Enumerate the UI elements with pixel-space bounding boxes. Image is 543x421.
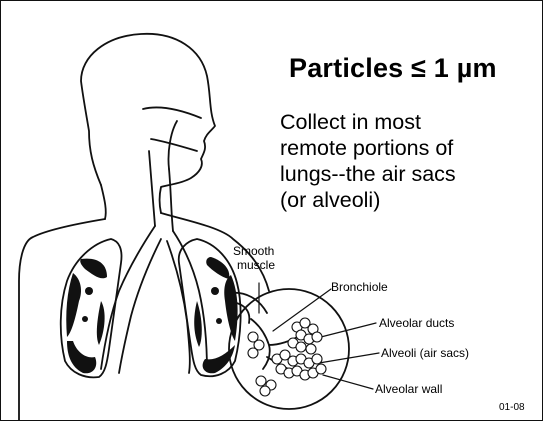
label-smooth-muscle-2: muscle: [237, 259, 275, 272]
body-line: lungs--the air sacs: [280, 161, 540, 187]
body-line: (or alveoli): [280, 187, 540, 213]
slide-body-text: Collect in most remote portions of lungs…: [280, 109, 540, 213]
slide-title: Particles ≤ 1 µm: [289, 53, 497, 84]
label-alveolar-wall: Alveolar wall: [375, 383, 442, 396]
body-line: Collect in most: [280, 109, 540, 135]
oral-cavity: [151, 139, 197, 151]
trachea-right-wall: [169, 169, 173, 231]
label-smooth-muscle-1: Smooth: [233, 245, 274, 258]
magnification-circle: [229, 289, 349, 409]
label-bronchiole: Bronchiole: [331, 281, 388, 294]
label-alveoli: Alveoli (air sacs): [381, 347, 469, 360]
label-alveolar-ducts: Alveolar ducts: [379, 317, 454, 330]
body-line: remote portions of: [280, 135, 540, 161]
shoulder-left: [19, 219, 105, 420]
left-bronchus-inner: [119, 239, 161, 373]
figure-code: 01-08: [499, 402, 525, 413]
lung-tissue: [66, 257, 237, 373]
leader-alveolar-wall: [323, 375, 373, 389]
alveoli-clusters: [248, 318, 326, 396]
neck-left: [101, 185, 106, 219]
nasal-passage: [143, 107, 201, 118]
trachea-left-wall: [149, 151, 155, 226]
